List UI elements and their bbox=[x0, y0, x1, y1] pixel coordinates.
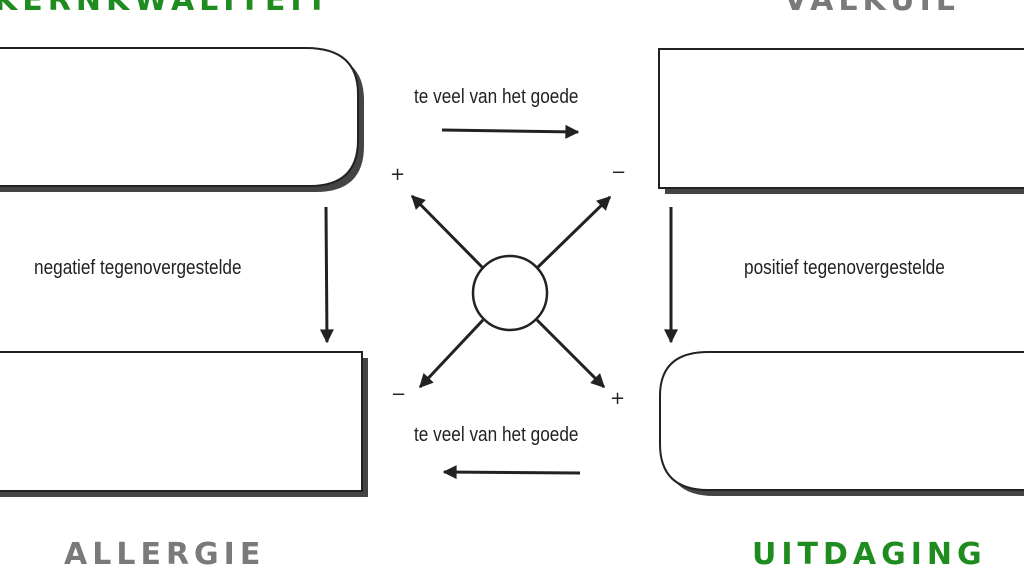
arrow-top-right bbox=[441, 124, 580, 139]
label-right-arrow: positief tegenovergestelde bbox=[744, 257, 945, 279]
valkuil-box bbox=[658, 48, 1024, 194]
kernkwaliteit-box bbox=[0, 47, 364, 192]
sign-bottom-left: − bbox=[391, 384, 407, 405]
center-circle bbox=[471, 254, 549, 332]
arrow-left-down bbox=[319, 206, 334, 344]
label-left-arrow: negatief tegenovergestelde bbox=[34, 257, 242, 279]
heading-uitdaging: UITDAGING bbox=[752, 537, 987, 572]
arrow-diag-top-right bbox=[535, 195, 612, 270]
heading-valkuil: VALKUIL bbox=[784, 0, 960, 18]
arrow-diag-bottom-left bbox=[418, 318, 485, 389]
arrow-bottom-left bbox=[442, 465, 581, 480]
label-top-arrow: te veel van het goede bbox=[414, 86, 579, 108]
arrow-diag-top-left bbox=[410, 194, 485, 270]
sign-top-right: − bbox=[611, 162, 627, 183]
sign-top-left: + bbox=[390, 164, 406, 185]
heading-kernkwaliteit: KERNKWALITEIT bbox=[0, 0, 333, 18]
label-bottom-arrow: te veel van het goede bbox=[414, 424, 579, 446]
allergie-box bbox=[0, 351, 368, 497]
heading-allergie: ALLERGIE bbox=[64, 537, 266, 572]
arrow-diag-bottom-right bbox=[535, 318, 606, 389]
sign-bottom-right: + bbox=[610, 388, 626, 409]
uitdaging-box bbox=[659, 351, 1024, 496]
